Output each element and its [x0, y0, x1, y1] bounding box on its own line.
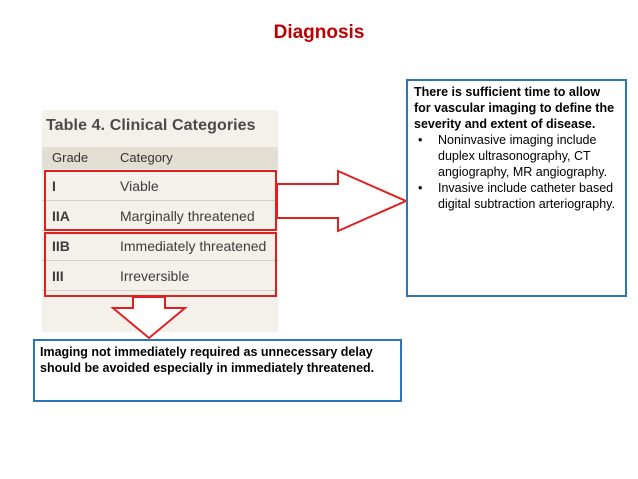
delay-note-text: Imaging not immediately required as unne… [40, 345, 375, 375]
table-header-row [42, 147, 278, 169]
delay-note-box: Imaging not immediately required as unne… [33, 339, 402, 402]
row-divider [42, 260, 278, 261]
row-divider [42, 200, 278, 201]
row-divider [42, 290, 278, 291]
table-cell-category: Marginally threatened [120, 208, 255, 224]
imaging-note-box: There is sufficient time to allow for va… [406, 79, 627, 297]
imaging-note-list: Noninvasive imaging include duplex ultra… [414, 132, 619, 212]
right-arrow-icon [276, 169, 409, 233]
imaging-note-bullet: Noninvasive imaging include duplex ultra… [418, 132, 619, 180]
table-cell-category: Viable [120, 178, 159, 194]
table-cell-grade: III [52, 268, 64, 284]
slide-title: Diagnosis [273, 22, 365, 43]
table-cell-grade: IIB [52, 238, 70, 254]
table-cell-grade: I [52, 178, 56, 194]
table-cell-category: Immediately threatened [120, 238, 267, 254]
down-arrow-icon [110, 296, 188, 340]
table-header-category: Category [120, 150, 173, 165]
table-caption: Table 4. Clinical Categories [46, 117, 256, 134]
table-header-grade: Grade [52, 150, 89, 165]
table-cell-grade: IIA [52, 208, 70, 224]
imaging-note-bullet: Invasive include catheter based digital … [418, 180, 619, 212]
imaging-note-lead: There is sufficient time to allow for va… [414, 85, 615, 131]
table-cell-category: Irreversible [120, 268, 190, 284]
